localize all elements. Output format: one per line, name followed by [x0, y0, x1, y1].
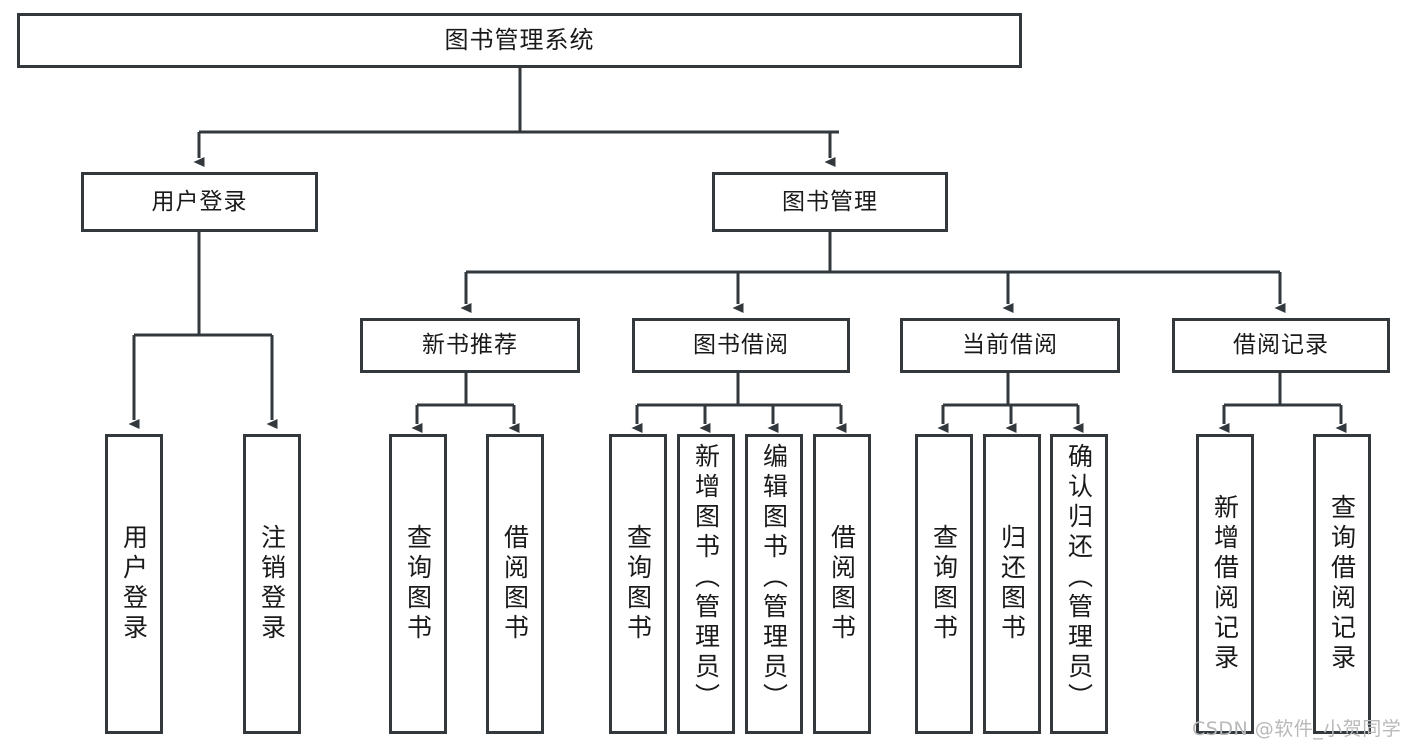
leaf-borrow-book-recommend[interactable]: 借阅图书: [486, 434, 544, 734]
node-user-login[interactable]: 用户登录: [81, 172, 318, 232]
node-label: 注销登录: [257, 524, 287, 644]
node-label: 借阅图书: [500, 524, 530, 644]
leaf-query-borrow-record[interactable]: 查询借阅记录: [1313, 434, 1371, 734]
watermark-credit: CSDN @软件_小贺同学: [1192, 718, 1402, 740]
node-label: 新增图书（管理员）: [691, 443, 721, 713]
node-label: 图书借阅: [693, 332, 789, 359]
node-label: 当前借阅: [962, 332, 1058, 359]
node-label: 查询图书: [929, 524, 959, 644]
leaf-add-book-admin[interactable]: 新增图书（管理员）: [677, 434, 735, 734]
leaf-return-book[interactable]: 归还图书: [983, 434, 1041, 734]
node-label: 用户登录: [119, 524, 149, 644]
node-label: 新增借阅记录: [1210, 494, 1240, 674]
leaf-edit-book-admin[interactable]: 编辑图书（管理员）: [745, 434, 803, 734]
node-label: 查询图书: [623, 524, 653, 644]
node-label: 新书推荐: [422, 332, 518, 359]
node-label: 查询借阅记录: [1327, 494, 1357, 674]
node-label: 查询图书: [403, 524, 433, 644]
node-label: 确认归还（管理员）: [1064, 443, 1094, 713]
node-label: 图书管理: [782, 188, 878, 215]
node-label: 图书管理系统: [444, 25, 595, 54]
leaf-add-borrow-record[interactable]: 新增借阅记录: [1196, 434, 1254, 734]
leaf-query-book-recommend[interactable]: 查询图书: [389, 434, 447, 734]
node-book-management[interactable]: 图书管理: [712, 172, 948, 232]
node-root-system[interactable]: 图书管理系统: [17, 13, 1022, 68]
node-book-borrow[interactable]: 图书借阅: [632, 318, 850, 373]
node-label: 借阅记录: [1233, 332, 1329, 359]
node-current-borrow[interactable]: 当前借阅: [900, 318, 1120, 373]
leaf-query-book-borrow[interactable]: 查询图书: [609, 434, 667, 734]
node-label: 用户登录: [151, 188, 248, 215]
leaf-logout[interactable]: 注销登录: [243, 434, 301, 734]
node-label: 归还图书: [997, 524, 1027, 644]
node-label: 借阅图书: [827, 524, 857, 644]
node-label: 编辑图书（管理员）: [759, 443, 789, 713]
leaf-query-book-current[interactable]: 查询图书: [915, 434, 973, 734]
leaf-borrow-book[interactable]: 借阅图书: [813, 434, 871, 734]
node-new-book-recommend[interactable]: 新书推荐: [360, 318, 580, 373]
leaf-user-login[interactable]: 用户登录: [105, 434, 163, 734]
node-borrow-record[interactable]: 借阅记录: [1172, 318, 1390, 373]
leaf-confirm-return-admin[interactable]: 确认归还（管理员）: [1050, 434, 1108, 734]
